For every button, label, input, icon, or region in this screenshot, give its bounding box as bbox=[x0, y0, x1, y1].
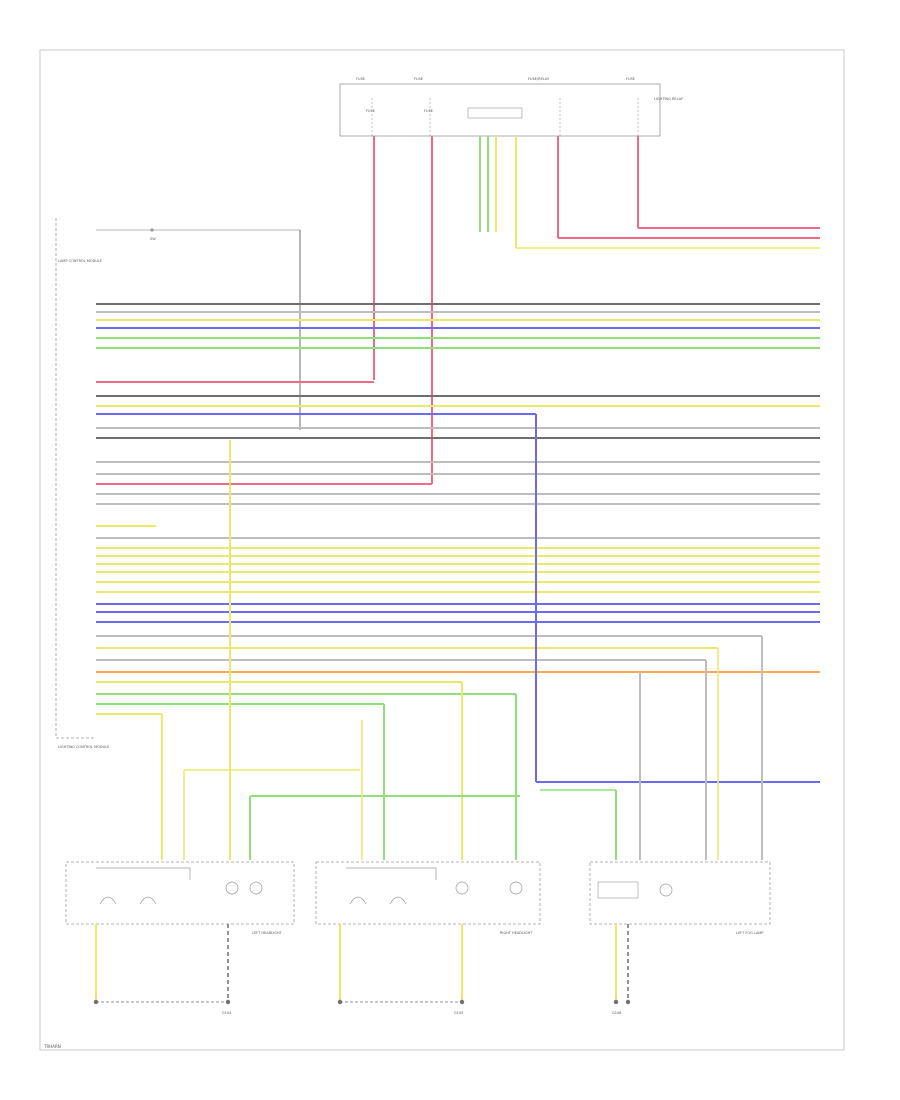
fuse-label-1: FUSE bbox=[356, 77, 365, 81]
lamp-control-module: LAMP CONTROL MODULE LIGHTING CONTROL MOD… bbox=[55, 218, 109, 749]
drop-wires bbox=[161, 414, 820, 860]
fuse-label-4: FUSE bbox=[626, 77, 635, 81]
right-ground-label: G105 bbox=[454, 1011, 463, 1015]
diagram-frame bbox=[39, 49, 845, 1051]
left-ground-label: G104 bbox=[222, 1011, 232, 1015]
fuse-label-6: FUSE bbox=[424, 109, 433, 113]
left-headlight: LEFT HEADLIGHT G104 bbox=[65, 861, 295, 1015]
lighting-relay-label: LIGHTING RELAY bbox=[654, 97, 684, 101]
fuse-label-2: FUSE bbox=[414, 77, 423, 81]
corner-label: TRHARN bbox=[43, 1044, 61, 1049]
fog-lamp: LEFT FOG LAMP G106 bbox=[589, 861, 771, 1015]
right-low-beam-bulb-icon bbox=[455, 881, 469, 895]
svg-text:SW: SW bbox=[150, 237, 156, 241]
wire-bundle bbox=[96, 303, 820, 715]
high-beam-bulb-icon bbox=[249, 881, 263, 895]
right-headlight: RIGHT HEADLIGHT G105 bbox=[315, 861, 541, 1015]
right-high-beam-bulb-icon bbox=[509, 881, 523, 895]
right-headlight-label: RIGHT HEADLIGHT bbox=[500, 931, 533, 935]
fuse-box: FUSE FUSE FUSE/RELAY FUSE FUSE FUSE LIGH… bbox=[339, 77, 684, 137]
fuse-label-3: FUSE/RELAY bbox=[528, 77, 550, 81]
fog-bulb-icon bbox=[659, 883, 673, 897]
fuse-label-5: FUSE bbox=[366, 109, 375, 113]
fog-lamp-label: LEFT FOG LAMP bbox=[736, 931, 764, 935]
module-switch: SW bbox=[96, 228, 301, 430]
left-headlight-label: LEFT HEADLIGHT bbox=[252, 931, 283, 935]
control-module-label: LAMP CONTROL MODULE bbox=[58, 259, 102, 263]
low-beam-bulb-icon bbox=[225, 881, 239, 895]
fog-ground-label: G106 bbox=[612, 1011, 621, 1015]
control-module-bottom-label: LIGHTING CONTROL MODULE bbox=[58, 745, 109, 749]
